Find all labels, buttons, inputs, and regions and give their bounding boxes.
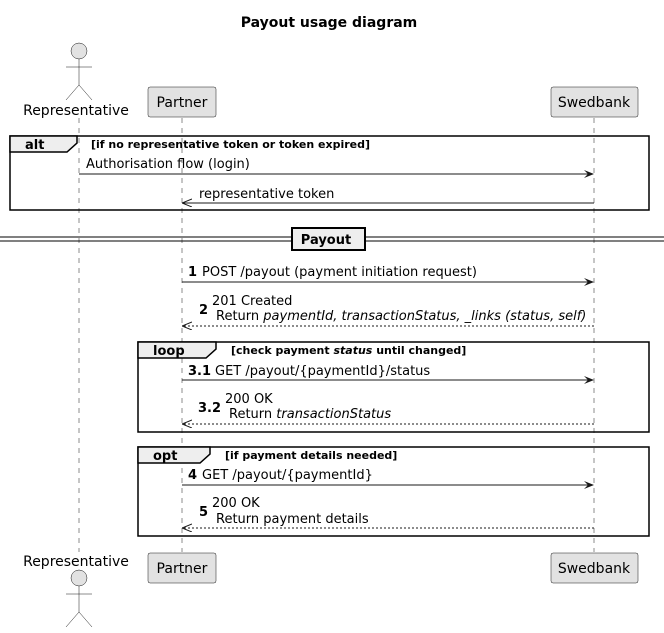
actor-head-icon [70,569,88,587]
message-2-number: 2 [199,303,208,318]
representative-actor-bottom: Representative [23,554,129,628]
representative-label-top: Representative [23,103,129,119]
message-4-text: GET /payout/{paymentId} [202,468,373,483]
message-5-number: 5 [199,505,208,520]
message-authorisation-flow: Authorisation flow (login) [86,157,250,172]
opt-frame: opt [if payment details needed] [137,446,650,537]
message-representative-token: representative token [199,187,334,202]
swedbank-label-bottom: Swedbank [558,561,631,577]
message-2-line2: Return paymentId, transactionStatus, _li… [216,309,586,324]
swedbank-box-top: Swedbank [550,86,639,118]
diagram-title: Payout usage diagram [241,15,418,31]
message-3-2-line2: Return transactionStatus [229,407,391,422]
representative-actor-top: Representative [23,42,129,119]
partner-box-bottom: Partner [147,552,217,584]
partner-label-bottom: Partner [157,561,208,577]
opt-keyword: opt [153,449,177,464]
opt-condition: [if payment details needed] [225,449,397,462]
message-2-line1: 201 Created [212,294,292,309]
loop-keyword: loop [153,344,185,359]
swedbank-label-top: Swedbank [558,95,631,111]
partner-box-top: Partner [147,86,217,118]
message-1-text: POST /payout (payment initiation request… [202,265,477,280]
payout-divider-label: Payout [301,233,351,248]
message-1-number: 1 [188,265,197,280]
swedbank-box-bottom: Swedbank [550,552,639,584]
actor-head-icon [70,42,88,60]
message-3-2-line1: 200 OK [225,392,273,407]
alt-condition: [if no representative token or token exp… [91,138,370,151]
representative-label-bottom: Representative [23,554,129,570]
partner-label-top: Partner [157,95,208,111]
loop-frame: loop [check payment status until changed… [137,341,650,433]
loop-condition: [check payment status until changed] [231,344,466,357]
message-5-line1: 200 OK [212,496,260,511]
alt-keyword: alt [25,138,44,153]
message-5-line2: Return payment details [216,512,369,527]
alt-frame: alt [if no representative token or token… [9,135,650,211]
message-4-number: 4 [188,468,197,483]
message-3-1-text: GET /payout/{paymentId}/status [215,364,430,379]
message-3-1-number: 3.1 [188,364,211,379]
message-3-2-number: 3.2 [198,401,221,416]
payout-divider: Payout [0,227,664,251]
